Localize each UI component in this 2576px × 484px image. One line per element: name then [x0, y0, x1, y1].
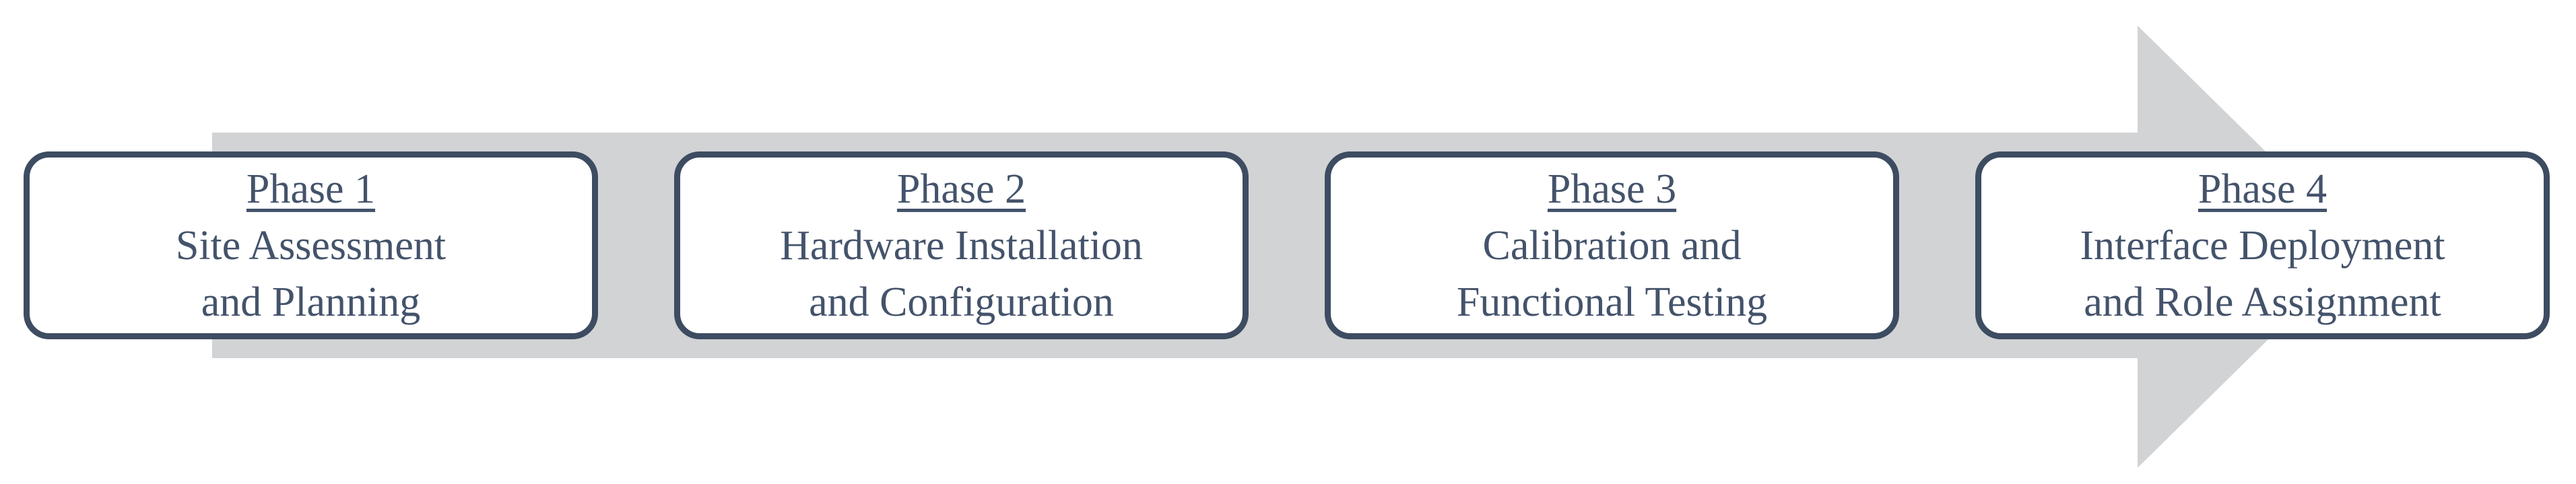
phase-subtitle-line: Interface Deployment — [2080, 222, 2445, 269]
phase-box-1: Phase 1 Site Assessment and Planning — [24, 151, 598, 339]
phase-subtitle-line: Hardware Installation — [780, 222, 1143, 269]
phase-title: Phase 4 — [2198, 166, 2327, 212]
phase-subtitle-line: and Planning — [201, 279, 421, 325]
phase-title: Phase 3 — [1547, 166, 1677, 212]
phase-subtitle-line: Functional Testing — [1456, 279, 1768, 325]
phase-title: Phase 2 — [896, 166, 1026, 212]
phase-subtitle-line: Calibration and — [1482, 222, 1742, 269]
phase-subtitle-line: and Configuration — [809, 279, 1114, 325]
phase-subtitle-line: and Role Assignment — [2084, 279, 2441, 325]
phase-box-3: Phase 3 Calibration and Functional Testi… — [1325, 151, 1899, 339]
phase-box-2: Phase 2 Hardware Installation and Config… — [674, 151, 1249, 339]
phase-title: Phase 1 — [246, 166, 376, 212]
phase-subtitle-line: Site Assessment — [175, 222, 447, 269]
phase-box-4: Phase 4 Interface Deployment and Role As… — [1975, 151, 2550, 339]
phase-boxes-row: Phase 1 Site Assessment and Planning Pha… — [24, 151, 2552, 339]
